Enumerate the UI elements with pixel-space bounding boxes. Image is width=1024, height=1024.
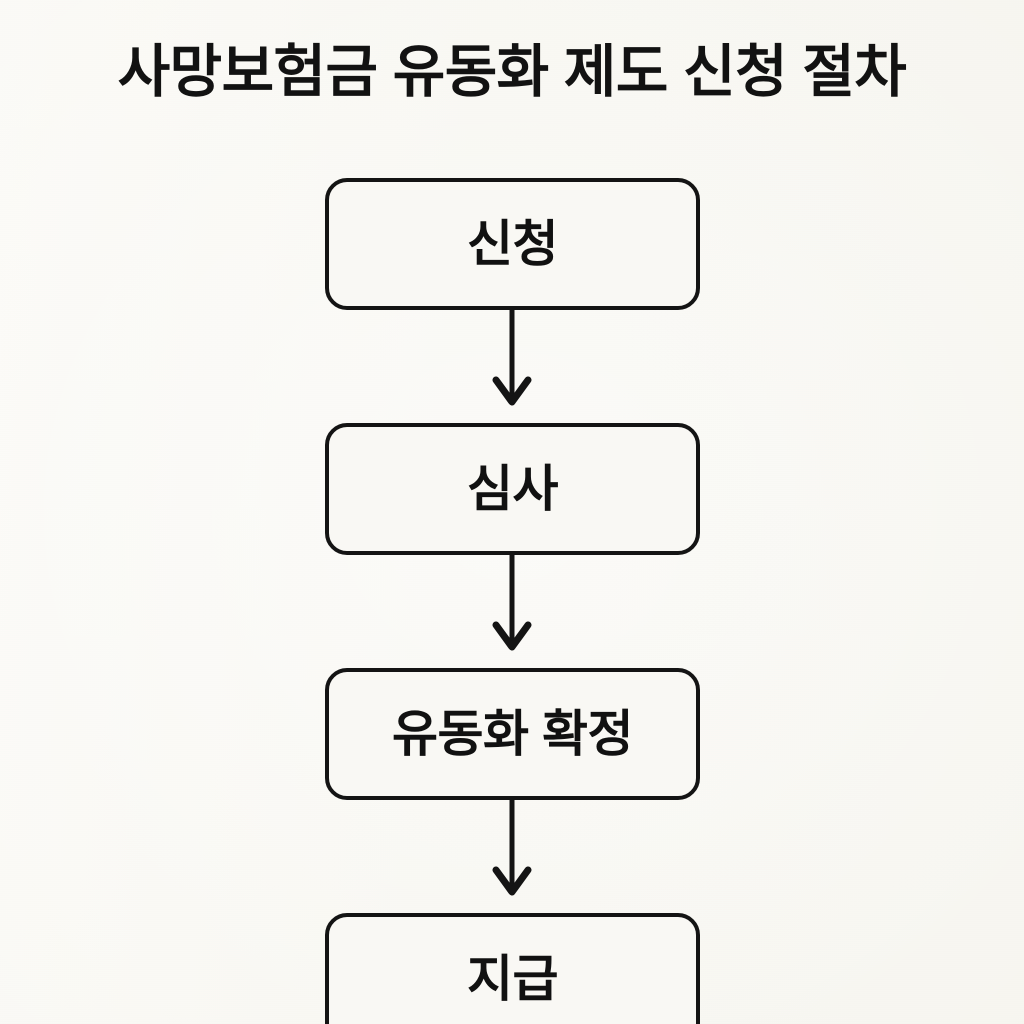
flow-connector-1-to-2: [466, 307, 558, 423]
flow-connector-2-to-3: [466, 552, 558, 668]
arrow-down-icon: [492, 800, 532, 896]
flow-node-step-2[interactable]: 심사: [325, 423, 700, 555]
flow-connector-3-to-4: [466, 797, 558, 913]
flow-node-label: 신청: [467, 216, 559, 272]
arrow-down-icon: [492, 310, 532, 406]
flow-node-label: 심사: [467, 461, 559, 517]
flow-node-label: 지급: [467, 951, 559, 1007]
arrow-down-icon: [492, 555, 532, 651]
page-title: 사망보험금 유동화 제도 신청 절차: [117, 40, 907, 104]
flow-node-step-3[interactable]: 유동화 확정: [325, 668, 700, 800]
flow-node-step-4[interactable]: 지급: [325, 913, 700, 1024]
flow-node-label: 유동화 확정: [392, 706, 633, 762]
flow-node-step-1[interactable]: 신청: [325, 178, 700, 310]
